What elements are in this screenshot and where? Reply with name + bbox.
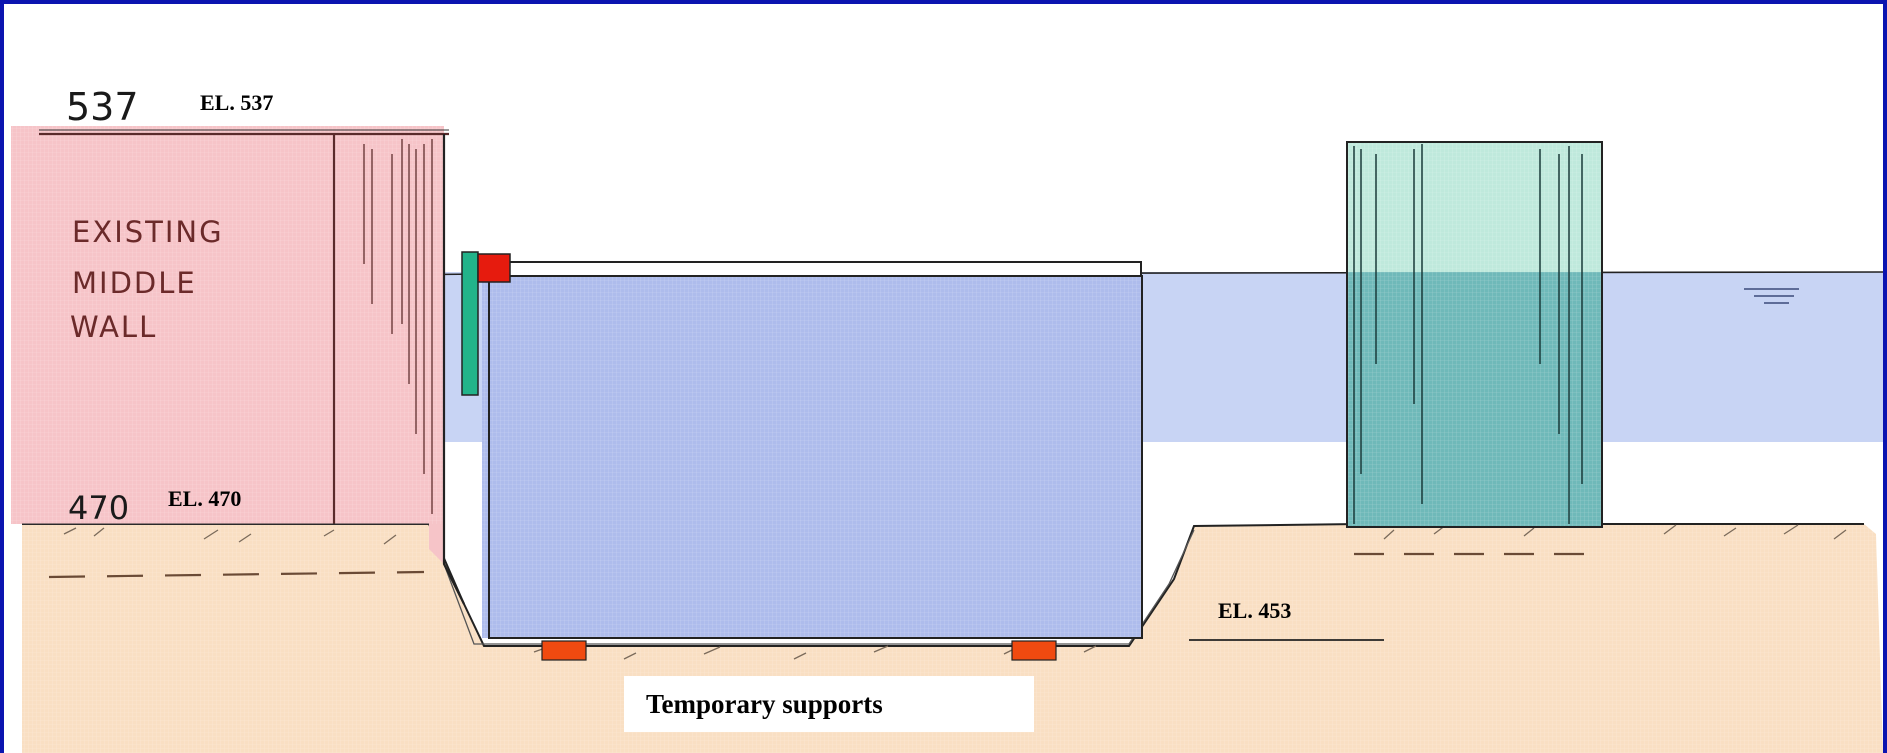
elevation-hand-470: 470	[68, 489, 129, 527]
wall-right-face	[442, 134, 465, 605]
wall-label-line-2: MIDDLE	[72, 266, 197, 300]
wall-lower-extension	[429, 524, 444, 564]
elevation-label-537: EL. 537	[200, 90, 273, 115]
temporary-support-pad	[541, 640, 587, 661]
top-support-block	[477, 253, 511, 283]
wall-label-line-3: WALL	[70, 310, 157, 344]
wall-hatching	[363, 139, 433, 514]
trench-liner	[443, 529, 1195, 645]
diagram-frame: 537 EL. 537 470 EL. 470 EL. 453 EXISTING…	[4, 4, 1883, 753]
new-block-grid-overlay	[1347, 142, 1602, 527]
elevation-hand-537: 537	[66, 85, 139, 129]
guide-post	[461, 251, 479, 396]
elevation-label-470: EL. 470	[168, 486, 241, 511]
elevation-label-453: EL. 453	[1218, 598, 1291, 623]
new-block-outline	[1346, 141, 1603, 528]
water-ripple-icon	[1744, 288, 1799, 304]
soil-hatching	[63, 524, 1847, 660]
wall-label-line-1: EXISTING	[72, 215, 224, 249]
temporary-support-pad	[1011, 640, 1057, 661]
soil-strata-left	[48, 570, 425, 579]
temporary-supports-callout: Temporary supports	[624, 676, 1034, 732]
new-block-hatching	[1353, 144, 1583, 524]
cross-section-diagram: 537 EL. 537 470 EL. 470 EL. 453 EXISTING…	[11, 85, 1883, 753]
tunnel-deck	[483, 261, 1142, 277]
tunnel-grid-overlay	[482, 272, 1142, 638]
